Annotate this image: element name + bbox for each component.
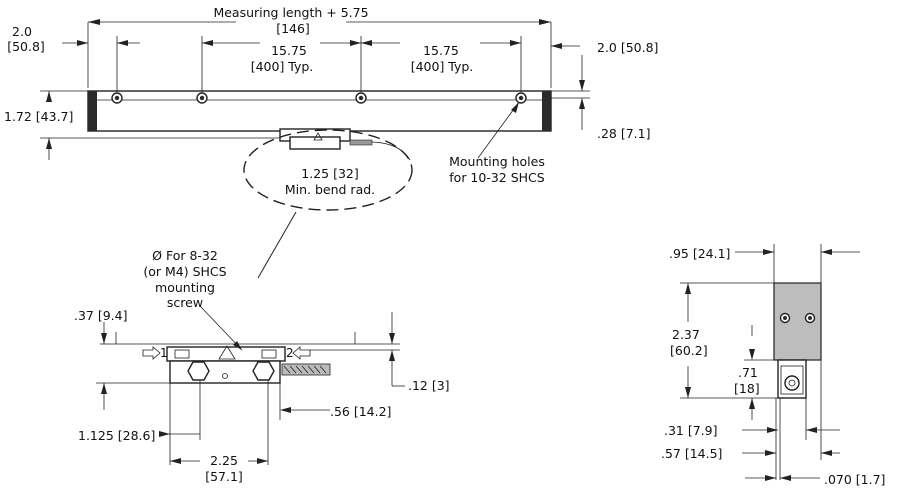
side-057-label: .57 [14.5] xyxy=(661,446,722,461)
readhead-056-label: .56 [14.2] xyxy=(330,404,391,419)
scale-body xyxy=(87,90,552,132)
screw-note-2: (or M4) SHCS xyxy=(143,264,226,279)
mounting-holes-label-1: Mounting holes xyxy=(449,154,545,169)
mounting-hole xyxy=(355,92,367,104)
scale-end-cap-right xyxy=(542,91,551,131)
readhead-top-label: .37 [9.4] xyxy=(74,308,128,323)
offset-label: .28 [7.1] xyxy=(597,126,651,141)
pitch-2-in-label: 15.75 xyxy=(423,43,459,58)
side-height-mm-label: [60.2] xyxy=(670,343,708,358)
end-left-in-label: 2.0 xyxy=(12,24,32,39)
readhead-225-in-label: 2.25 xyxy=(210,453,238,468)
end-left-mm-label: [50.8] xyxy=(7,39,45,54)
side-view xyxy=(680,244,860,481)
arrow-2-label: 2 xyxy=(286,346,294,360)
arrow-1-label: 1 xyxy=(160,346,168,360)
readhead-gap-label: .12 [3] xyxy=(408,378,450,393)
bend-radius-label-1: 1.25 [32] xyxy=(301,166,358,181)
side-screw xyxy=(804,312,816,324)
side-width-label: .95 [24.1] xyxy=(669,246,730,261)
mounting-hole xyxy=(196,92,208,104)
side-body xyxy=(773,282,822,361)
readhead-225-mm-label: [57.1] xyxy=(205,469,243,484)
side-070-label: .070 [1.7] xyxy=(824,472,885,487)
side-screw xyxy=(779,312,791,324)
measuring-length-label: Measuring length + 5.75 xyxy=(213,5,368,20)
pitch-1-mm-label: [400] Typ. xyxy=(251,59,314,74)
readhead-1125-label: 1.125 [28.6] xyxy=(78,428,155,443)
end-right-label: 2.0 [50.8] xyxy=(597,40,658,55)
side-071-mm-label: [18] xyxy=(734,381,760,396)
screw-note-1: Ø For 8-32 xyxy=(152,248,218,263)
side-031-label: .31 [7.9] xyxy=(664,423,718,438)
pitch-1-in-label: 15.75 xyxy=(271,43,307,58)
mounting-hole xyxy=(515,92,527,104)
mounting-holes-label-2: for 10-32 SHCS xyxy=(449,170,545,185)
mounting-hole xyxy=(111,92,123,104)
pitch-2-mm-label: [400] Typ. xyxy=(411,59,474,74)
side-071-in-label: .71 xyxy=(738,365,758,380)
side-height-in-label: 2.37 xyxy=(672,327,700,342)
bend-radius-label-2: Min. bend rad. xyxy=(285,182,375,197)
scale-top-view xyxy=(40,19,590,279)
detail-callout xyxy=(243,129,413,211)
measuring-length-mm-label: [146] xyxy=(276,21,310,36)
screw-note-4: screw xyxy=(167,295,203,310)
readhead-small xyxy=(279,128,411,161)
screw-note-3: mounting xyxy=(155,280,215,295)
readhead-detail xyxy=(96,305,405,465)
height-label: 1.72 [43.7] xyxy=(4,109,73,124)
scale-end-cap-left xyxy=(88,91,97,131)
